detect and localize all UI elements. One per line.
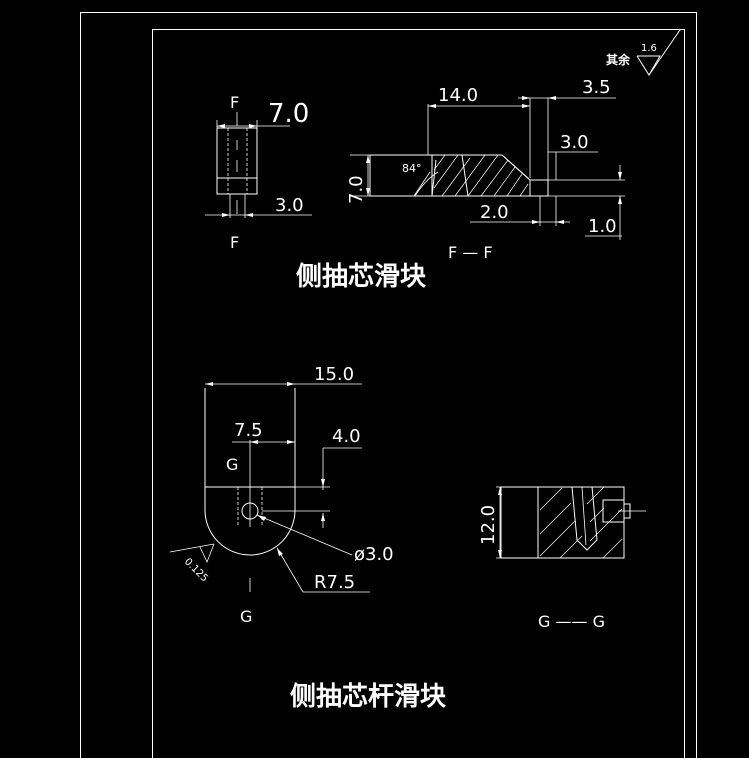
section-mark-f-bottom: F (230, 233, 239, 252)
dim-bottom-20: 2.0 (480, 202, 509, 223)
section-mark-f-top: F (230, 93, 239, 112)
dim-angle: 84° (402, 162, 422, 175)
section-mark-g-top: G (226, 455, 238, 474)
section-mark-g-bottom: G (240, 607, 252, 626)
dim-width-15: 15.0 (314, 364, 354, 385)
section-label-gg: G —— G (538, 612, 605, 631)
dim-length: 14.0 (438, 85, 478, 106)
section-hatch (433, 154, 529, 197)
rod-slider-section-view: 12.0 G —— G (478, 486, 646, 631)
dim-top-width: 7.0 (268, 99, 309, 129)
dim-depth-40: 4.0 (332, 426, 361, 447)
roughness-value: 1.6 (641, 43, 657, 54)
slider-section-view: 84° 14.0 3.5 3.0 7.0 1.0 (346, 77, 625, 262)
rod-slider-title: 侧抽芯杆滑块 (290, 682, 446, 712)
dim-radius: R7.5 (314, 572, 355, 593)
outer-border (80, 12, 697, 758)
slider-title: 侧抽芯滑块 (296, 262, 426, 292)
gg-hatch (539, 486, 623, 559)
dim-step-35: 3.5 (582, 77, 611, 98)
surface-roughness-note: 其余 1.6 (606, 29, 681, 76)
dim-hole: ø3.0 (354, 544, 394, 565)
dim-height: 7.0 (346, 175, 367, 204)
pin-hole (241, 502, 259, 520)
section-label-ff: F — F (448, 243, 493, 262)
inner-border (152, 29, 685, 758)
slider-end-view: F F 7.0 3.0 (205, 93, 312, 252)
dim-bottom-width: 3.0 (275, 195, 304, 216)
dim-step-30: 3.0 (560, 132, 589, 153)
dim-half-75: 7.5 (234, 420, 263, 441)
roughness-label: 其余 (606, 52, 631, 67)
dim-height-12: 12.0 (478, 505, 499, 545)
dim-bottom-10: 1.0 (588, 216, 617, 237)
roughness-small: 0.125 (182, 556, 210, 584)
roughness-symbol (636, 55, 661, 76)
rod-slider-front-view: 15.0 7.5 G G 4.0 ø3.0 R7.5 0.125 (169, 364, 394, 626)
